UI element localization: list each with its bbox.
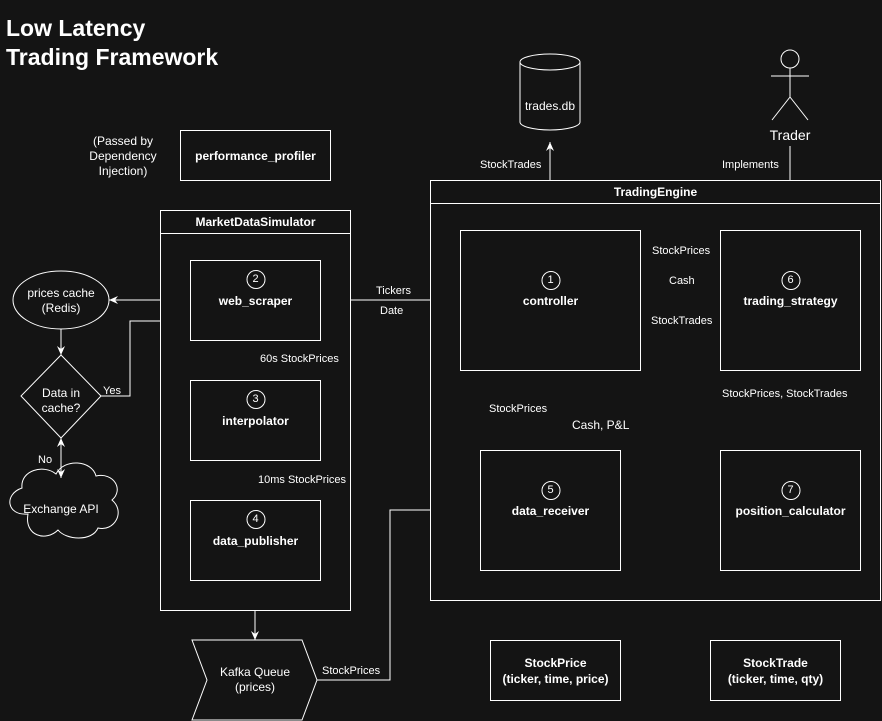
data-receiver-label: data_receiver bbox=[511, 503, 590, 518]
stockprice-legend-title: StockPrice bbox=[524, 655, 587, 670]
web-scraper-label: web_scraper bbox=[218, 293, 293, 308]
exchange-api-label: Exchange API bbox=[23, 502, 99, 516]
controller-label: controller bbox=[522, 293, 579, 308]
web-scraper-node: 2 web_scraper bbox=[190, 260, 321, 341]
controller-number: 1 bbox=[541, 271, 560, 290]
market-data-simulator-title: MarketDataSimulator bbox=[161, 211, 350, 234]
position-calculator-number: 7 bbox=[781, 481, 800, 500]
decision-line-1: Data in bbox=[41, 386, 81, 400]
prices-cache-label: prices cache (Redis) bbox=[13, 286, 109, 316]
edge-label-kafka-prices: StockPrices bbox=[322, 665, 381, 677]
interpolator-label: interpolator bbox=[222, 413, 289, 428]
edge-label-10ms: 10ms StockPrices bbox=[258, 474, 347, 486]
kafka-queue-line-2: (prices) bbox=[234, 680, 275, 694]
database-shape bbox=[519, 53, 581, 131]
data-publisher-number: 4 bbox=[246, 510, 265, 529]
prices-cache-line-1: prices cache bbox=[27, 286, 95, 300]
kafka-queue-label: Kafka Queue (prices) bbox=[207, 665, 303, 695]
edge-label-db-trades: StockTrades bbox=[480, 159, 542, 171]
trading-strategy-number: 6 bbox=[781, 271, 800, 290]
edge-label-date: Date bbox=[380, 305, 404, 317]
stocktrade-legend-fields: (ticker, time, qty) bbox=[727, 671, 824, 686]
decision-label: Data in cache? bbox=[21, 386, 101, 416]
edge-label-cash: Cash bbox=[669, 275, 695, 287]
stockprice-legend-fields: (ticker, time, price) bbox=[502, 671, 609, 686]
edge-label-tickers: Tickers bbox=[376, 285, 412, 297]
trader-actor-icon bbox=[771, 49, 809, 121]
edge-label-stockprices-strategy: StockPrices bbox=[652, 245, 711, 257]
trading-strategy-node: 6 trading_strategy bbox=[720, 230, 861, 371]
trader-label: Trader bbox=[769, 127, 811, 143]
edge-label-yes: Yes bbox=[103, 385, 121, 397]
diagram-title: Low Latency Trading Framework bbox=[6, 14, 218, 72]
edge-label-stocktrades-controller: StockTrades bbox=[651, 315, 713, 327]
trading-strategy-label: trading_strategy bbox=[743, 293, 838, 308]
kafka-queue-shape bbox=[191, 639, 318, 721]
position-calculator-label: position_calculator bbox=[735, 503, 846, 518]
stockprice-legend-box: StockPrice (ticker, time, price) bbox=[490, 640, 621, 701]
database-label: trades.db bbox=[524, 99, 576, 113]
note-line-3: Injection) bbox=[98, 164, 148, 178]
web-scraper-number: 2 bbox=[246, 270, 265, 289]
prices-cache-line-2: (Redis) bbox=[41, 301, 81, 315]
performance-profiler-label: performance_profiler bbox=[195, 148, 316, 163]
title-line-1: Low Latency bbox=[6, 15, 146, 41]
edge-label-cash-pl: Cash, P&L bbox=[572, 418, 630, 432]
decision-line-2: cache? bbox=[41, 401, 81, 415]
note-line-2: Dependency bbox=[89, 149, 157, 163]
trading-engine-title: TradingEngine bbox=[431, 181, 880, 204]
interpolator-number: 3 bbox=[246, 390, 265, 409]
data-publisher-node: 4 data_publisher bbox=[190, 500, 321, 581]
dependency-note: (Passed by Dependency Injection) bbox=[82, 134, 164, 179]
kafka-queue-line-1: Kafka Queue bbox=[219, 665, 291, 679]
edge-label-stockprices-receiver: StockPrices bbox=[489, 403, 548, 415]
edge-label-no: No bbox=[38, 454, 53, 466]
controller-node: 1 controller bbox=[460, 230, 641, 371]
stocktrade-legend-title: StockTrade bbox=[743, 655, 808, 670]
interpolator-node: 3 interpolator bbox=[190, 380, 321, 461]
data-receiver-node: 5 data_receiver bbox=[480, 450, 621, 571]
edge-label-prices-trades: StockPrices, StockTrades bbox=[722, 388, 848, 400]
position-calculator-node: 7 position_calculator bbox=[720, 450, 861, 571]
note-line-1: (Passed by bbox=[92, 134, 154, 148]
exchange-api-cloud-shape bbox=[9, 462, 119, 539]
title-line-2: Trading Framework bbox=[6, 44, 219, 70]
performance-profiler-box: performance_profiler bbox=[180, 130, 331, 181]
data-publisher-label: data_publisher bbox=[212, 533, 299, 548]
data-receiver-number: 5 bbox=[541, 481, 560, 500]
edge-label-60s: 60s StockPrices bbox=[260, 353, 339, 365]
stocktrade-legend-box: StockTrade (ticker, time, qty) bbox=[710, 640, 841, 701]
edge-label-implements: Implements bbox=[722, 159, 779, 171]
